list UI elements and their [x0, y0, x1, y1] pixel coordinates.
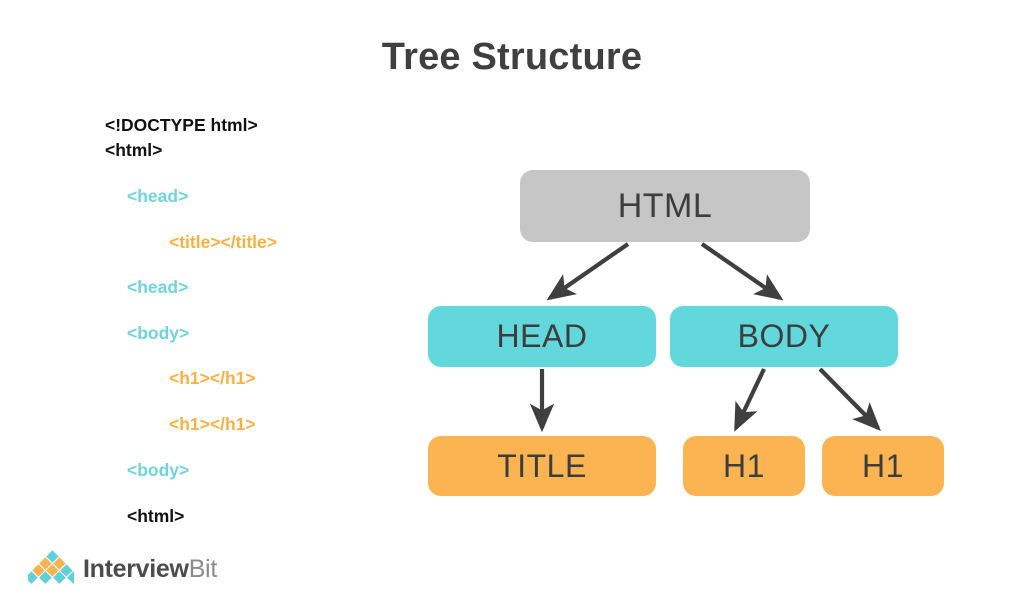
code-line-body-close: <body>	[127, 460, 190, 480]
code-line-title: <title></title>	[169, 232, 277, 252]
code-spacer	[105, 346, 435, 366]
code-line-h1-second: <h1></h1>	[169, 414, 256, 434]
interviewbit-wordmark: InterviewBit	[83, 555, 217, 584]
edge-html-head	[546, 242, 630, 301]
tree-node-title[interactable]: TITLE	[428, 436, 656, 496]
dom-tree-diagram: HTML HEAD BODY TITLE H1 H1	[400, 150, 1000, 530]
code-line-doctype: <!DOCTYPE html>	[105, 115, 258, 135]
tree-node-h1-second[interactable]: H1	[822, 436, 944, 496]
logo-text-bit: Bit	[188, 554, 218, 583]
interviewbit-logo: InterviewBit	[28, 549, 217, 589]
code-spacer	[105, 483, 435, 504]
code-line-body-open: <body>	[127, 323, 190, 343]
code-line-html-open: <html>	[105, 140, 163, 160]
page-title: Tree Structure	[381, 36, 643, 78]
code-spacer	[105, 163, 435, 184]
code-spacer	[105, 437, 435, 458]
tree-node-h1-first[interactable]: H1	[683, 436, 805, 496]
logo-text-interview: Interview	[83, 554, 189, 583]
code-line-head-open: <head>	[127, 186, 189, 206]
code-line-h1-first: <h1></h1>	[169, 368, 256, 388]
code-spacer	[105, 391, 435, 412]
tree-node-html[interactable]: HTML	[520, 170, 810, 242]
edge-html-body	[700, 242, 784, 301]
edge-body-h1-first	[734, 368, 766, 432]
code-line-html-close: <html>	[127, 506, 185, 526]
code-snippet-panel: <!DOCTYPE html> <html> <head> <title></t…	[105, 113, 435, 529]
tree-node-head[interactable]: HEAD	[428, 306, 656, 367]
edge-body-h1-second	[818, 367, 881, 431]
code-spacer	[105, 255, 435, 275]
interviewbit-diamond-icon	[28, 549, 74, 586]
code-spacer	[105, 300, 435, 321]
tree-node-body[interactable]: BODY	[670, 306, 898, 367]
code-line-head-close: <head>	[127, 277, 189, 297]
code-spacer	[105, 209, 435, 230]
